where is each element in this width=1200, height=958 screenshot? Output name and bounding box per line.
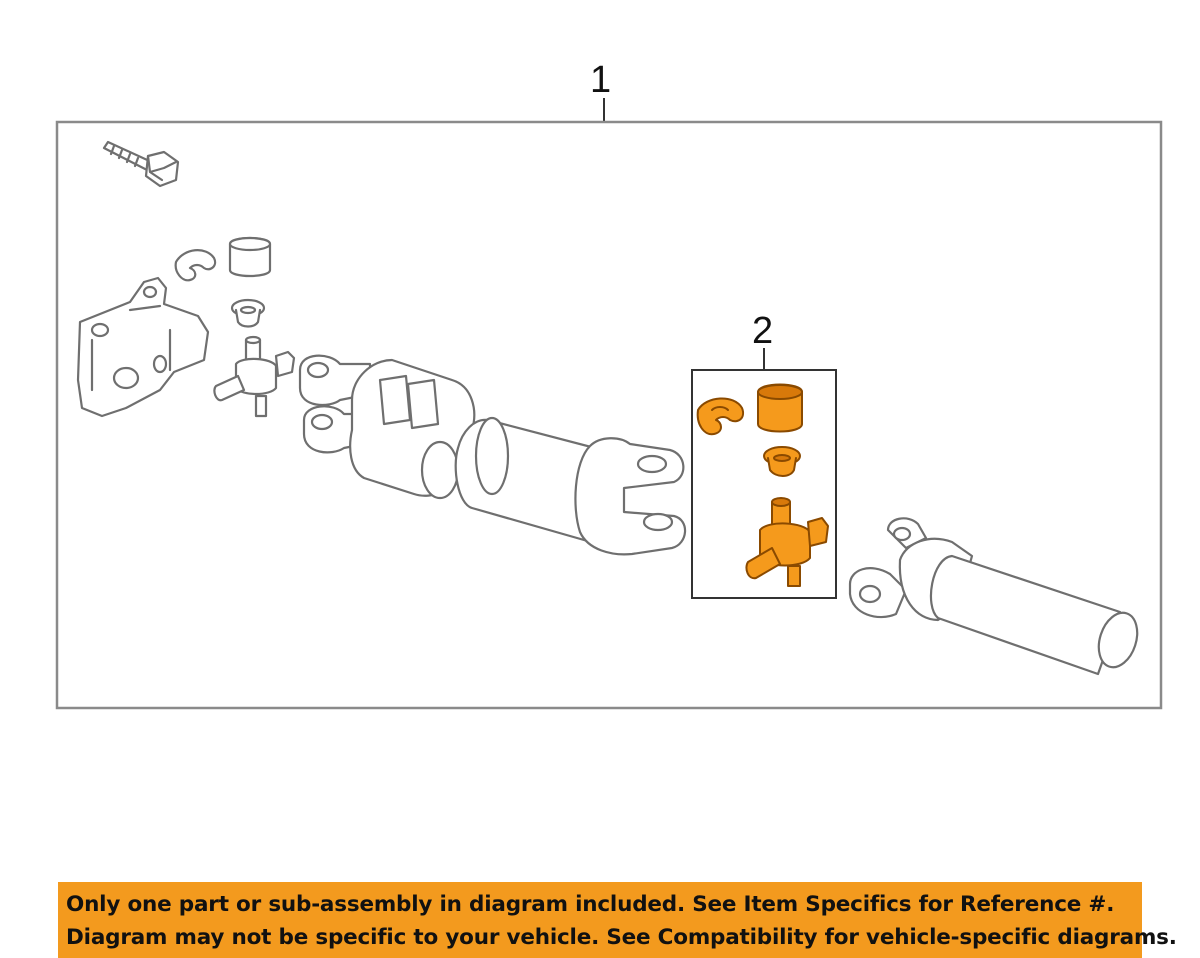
slip-yoke-part (349, 358, 476, 500)
highlighted-seal-part (763, 446, 801, 477)
seal-part (230, 298, 266, 328)
disclaimer-line-1: Only one part or sub-assembly in diagram… (66, 892, 1115, 917)
assembly-frame (55, 120, 1163, 710)
subassembly-box (691, 369, 837, 599)
bolt-part (102, 140, 180, 188)
universal-joint-part (213, 335, 296, 418)
callout-1-label: 1 (590, 59, 611, 101)
callout-2-label: 2 (752, 310, 773, 352)
disclaimer-banner: Only one part or sub-assembly in diagram… (58, 882, 1177, 958)
disclaimer-line-2: Diagram may not be specific to your vehi… (66, 925, 1177, 950)
rear-yoke-part (574, 437, 687, 556)
driveshaft-parts-diagram: 1 (55, 59, 1163, 710)
highlighted-universal-joint-part (745, 497, 829, 587)
highlighted-clip-part (696, 397, 744, 436)
highlighted-cap-part (757, 383, 803, 433)
mounting-bracket-part (76, 276, 210, 418)
clip-part (174, 249, 217, 282)
cap-part (228, 236, 272, 278)
front-yoke-part (298, 354, 372, 454)
rear-shaft-part (848, 517, 1139, 676)
